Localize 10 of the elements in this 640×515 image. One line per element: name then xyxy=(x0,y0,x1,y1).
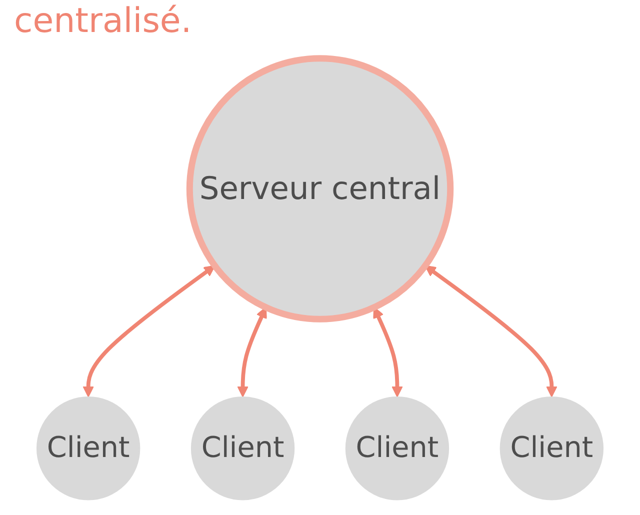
arrow xyxy=(82,265,216,398)
heading: centralisé. xyxy=(14,0,192,42)
node-circle: Client xyxy=(190,396,295,500)
node-circle: Serveur central xyxy=(186,55,454,322)
node-circle: Client xyxy=(345,396,450,500)
node-circle: Client xyxy=(500,396,604,500)
node-circle: Client xyxy=(36,396,140,500)
arrow xyxy=(237,306,267,398)
arrow xyxy=(373,306,403,398)
arrow xyxy=(424,265,558,398)
